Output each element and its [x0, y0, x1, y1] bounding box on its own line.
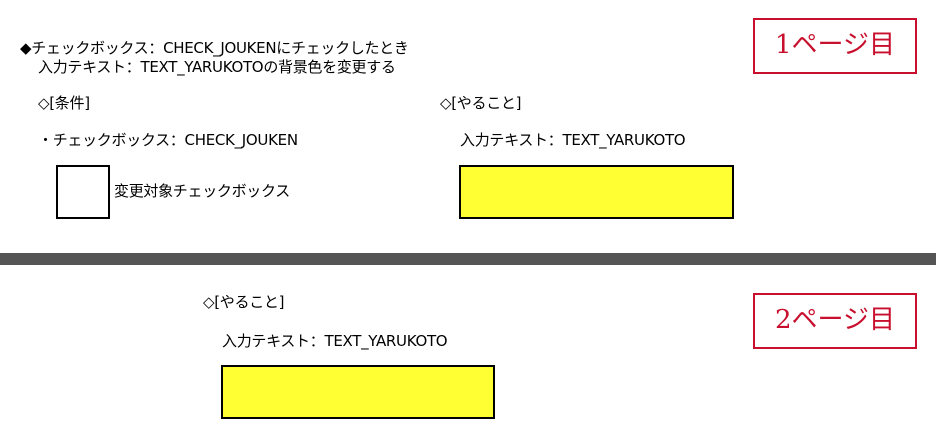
action-title-2: ◇[やること]: [203, 293, 285, 311]
action-item-1: 入力テキスト：TEXT_YARUKOTO: [460, 131, 686, 149]
text-yarukoto-input-2[interactable]: [221, 365, 495, 419]
page-divider: [0, 253, 936, 265]
action-item-2: 入力テキスト：TEXT_YARUKOTO: [222, 332, 448, 350]
condition-title: ◇[条件]: [38, 94, 90, 112]
text-yarukoto-input-1[interactable]: [459, 165, 734, 219]
check-jouken-checkbox[interactable]: [56, 165, 110, 219]
action-title-1: ◇[やること]: [440, 94, 522, 112]
checkbox-label: 変更対象チェックボックス: [114, 182, 290, 200]
page-label-1: 1ページ目: [753, 18, 917, 74]
condition-item: ・チェックボックス：CHECK_JOUKEN: [38, 131, 298, 149]
page-label-2: 2ページ目: [753, 293, 917, 349]
heading-line-1: ◆チェックボックス：CHECK_JOUKENにチェックしたとき: [20, 39, 409, 57]
heading-line-2: 入力テキスト：TEXT_YARUKOTOの背景色を変更する: [38, 58, 396, 76]
